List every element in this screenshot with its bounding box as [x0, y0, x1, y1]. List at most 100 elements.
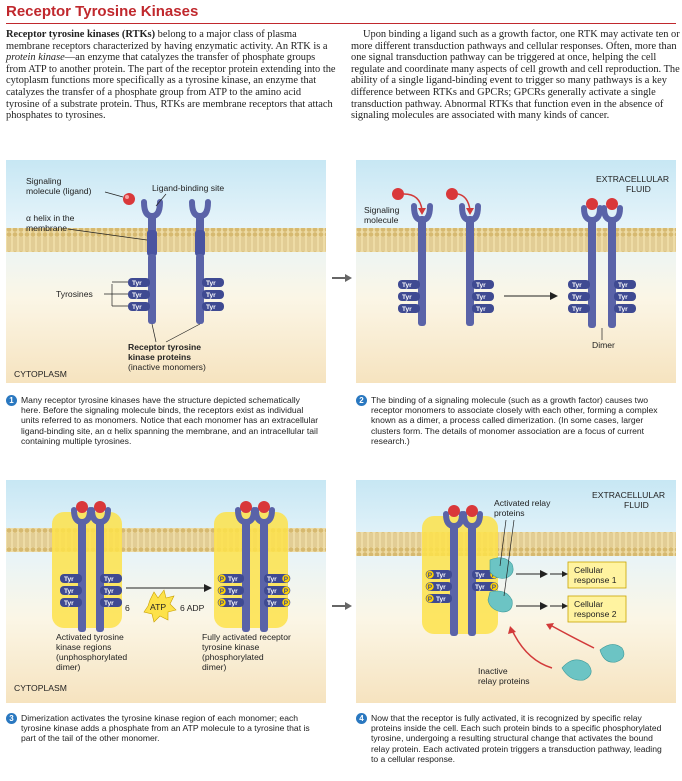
label-response-1: Cellular	[574, 565, 603, 575]
panel-2-diagram: EXTRACELLULAR FLUID Signaling molecule T…	[356, 174, 676, 350]
receptor-monomer: Tyr Tyr Tyr	[459, 203, 494, 326]
svg-text:(phosphorylated: (phosphorylated	[202, 652, 264, 662]
svg-text:proteins: proteins	[494, 508, 525, 518]
svg-text:Tyr: Tyr	[402, 282, 412, 289]
svg-text:(unphosphorylated: (unphosphorylated	[56, 652, 127, 662]
step-number-badge: 1	[6, 395, 17, 406]
rtk-term: Receptor tyrosine kinases (RTKs)	[6, 29, 156, 40]
panel-1-diagram: Tyr Tyr Tyr Tyr Tyr Tyr Signaling molecu…	[6, 176, 326, 379]
svg-text:Tyr: Tyr	[267, 588, 277, 595]
svg-text:Tyr: Tyr	[64, 588, 74, 595]
plasma-membrane	[356, 532, 676, 556]
intro-left-paragraph: Receptor tyrosine kinases (RTKs) belong …	[6, 29, 336, 122]
svg-text:P: P	[220, 588, 225, 595]
svg-text:Tyr: Tyr	[64, 576, 74, 583]
ligand-molecule	[123, 193, 135, 205]
svg-text:Tyr: Tyr	[436, 584, 446, 591]
label-rtk-proteins: Receptor tyrosine	[128, 342, 201, 352]
svg-text:Tyr: Tyr	[267, 600, 277, 607]
label-extracellular-fluid: EXTRACELLULAR	[596, 174, 669, 184]
page-title: Receptor Tyrosine Kinases	[6, 3, 199, 20]
svg-text:Tyr: Tyr	[618, 306, 628, 313]
svg-text:P: P	[220, 576, 225, 583]
protein-kinase-term: protein kinase	[6, 52, 65, 64]
svg-text:Tyr: Tyr	[436, 596, 446, 603]
title-rule	[6, 23, 676, 24]
svg-text:Tyr: Tyr	[132, 292, 142, 299]
svg-text:dimer): dimer)	[202, 662, 226, 672]
svg-text:Tyr: Tyr	[402, 294, 412, 301]
svg-text:response 2: response 2	[574, 609, 617, 619]
label-activated-relay: Activated relay	[494, 498, 551, 508]
svg-text:P: P	[284, 600, 289, 607]
plasma-membrane	[356, 228, 676, 252]
plasma-membrane	[6, 228, 326, 252]
step-arrow-icon	[332, 274, 352, 282]
svg-text:Tyr: Tyr	[572, 306, 582, 313]
label-ligand-binding-site: Ligand-binding site	[152, 183, 224, 193]
ligand-molecule	[446, 188, 458, 200]
inactive-relay-proteins	[561, 644, 625, 681]
cellular-response-2-box	[567, 595, 627, 623]
svg-text:P: P	[492, 584, 497, 591]
ligand-molecule	[392, 188, 404, 200]
receptor-monomer: Tyr Tyr Tyr	[128, 199, 163, 324]
svg-text:Tyr: Tyr	[572, 294, 582, 301]
svg-text:Tyr: Tyr	[572, 282, 582, 289]
cellular-response-1-box	[567, 561, 627, 589]
panel-2-dimerization: EXTRACELLULAR FLUID Signaling molecule T…	[356, 160, 676, 383]
svg-text:P: P	[428, 572, 433, 579]
svg-text:molecule: molecule	[364, 215, 399, 225]
atp-burst-icon	[143, 589, 177, 623]
label-cytoplasm: CYTOPLASM	[14, 683, 67, 693]
svg-text:Tyr: Tyr	[436, 572, 446, 579]
svg-text:FLUID: FLUID	[624, 500, 649, 510]
svg-text:Tyr: Tyr	[132, 304, 142, 311]
receptor-monomer: Tyr Tyr Tyr	[398, 203, 433, 326]
label-response-2: Cellular	[574, 599, 603, 609]
label-extracellular-fluid: EXTRACELLULAR	[592, 490, 665, 500]
svg-text:response 1: response 1	[574, 575, 617, 585]
svg-text:dimer): dimer)	[56, 662, 80, 672]
svg-text:Tyr: Tyr	[104, 588, 114, 595]
svg-text:Tyr: Tyr	[475, 572, 485, 579]
step-number-badge: 2	[356, 395, 367, 406]
label-tyrosines: Tyrosines	[56, 289, 93, 299]
receptor-monomer: Tyr Tyr Tyr	[189, 199, 224, 324]
atp-count: 6	[125, 603, 130, 613]
label-activated-regions: Activated tyrosine	[56, 632, 124, 642]
label-inactive-relay: Inactive	[478, 666, 508, 676]
svg-text:Tyr: Tyr	[475, 584, 485, 591]
receptor-dimer: Tyr Tyr Tyr Tyr Tyr Tyr	[568, 198, 636, 328]
intro-right-paragraph: Upon binding a ligand such as a growth f…	[351, 29, 680, 122]
svg-text:Tyr: Tyr	[206, 280, 216, 287]
svg-text:Tyr: Tyr	[206, 292, 216, 299]
svg-text:Tyr: Tyr	[206, 304, 216, 311]
svg-text:Tyr: Tyr	[104, 576, 114, 583]
label-fully-activated: Fully activated receptor	[202, 632, 291, 642]
svg-text:Tyr: Tyr	[618, 282, 628, 289]
svg-text:Tyr: Tyr	[64, 600, 74, 607]
svg-text:membrane: membrane	[26, 223, 67, 233]
step-arrow-icon	[332, 602, 352, 610]
svg-text:P: P	[220, 600, 225, 607]
svg-text:kinase proteins: kinase proteins	[128, 352, 191, 362]
tyrosine-residues: Tyr Tyr Tyr	[202, 278, 224, 311]
svg-text:Tyr: Tyr	[267, 576, 277, 583]
svg-text:P: P	[284, 576, 289, 583]
svg-text:P: P	[284, 588, 289, 595]
svg-text:Tyr: Tyr	[132, 280, 142, 287]
label-signaling-molecule: Signaling	[364, 205, 400, 215]
activated-dimer: Tyr Tyr Tyr Tyr Tyr Tyr	[52, 501, 122, 632]
svg-text:Tyr: Tyr	[104, 600, 114, 607]
svg-text:Tyr: Tyr	[618, 294, 628, 301]
svg-text:Tyr: Tyr	[402, 306, 412, 313]
